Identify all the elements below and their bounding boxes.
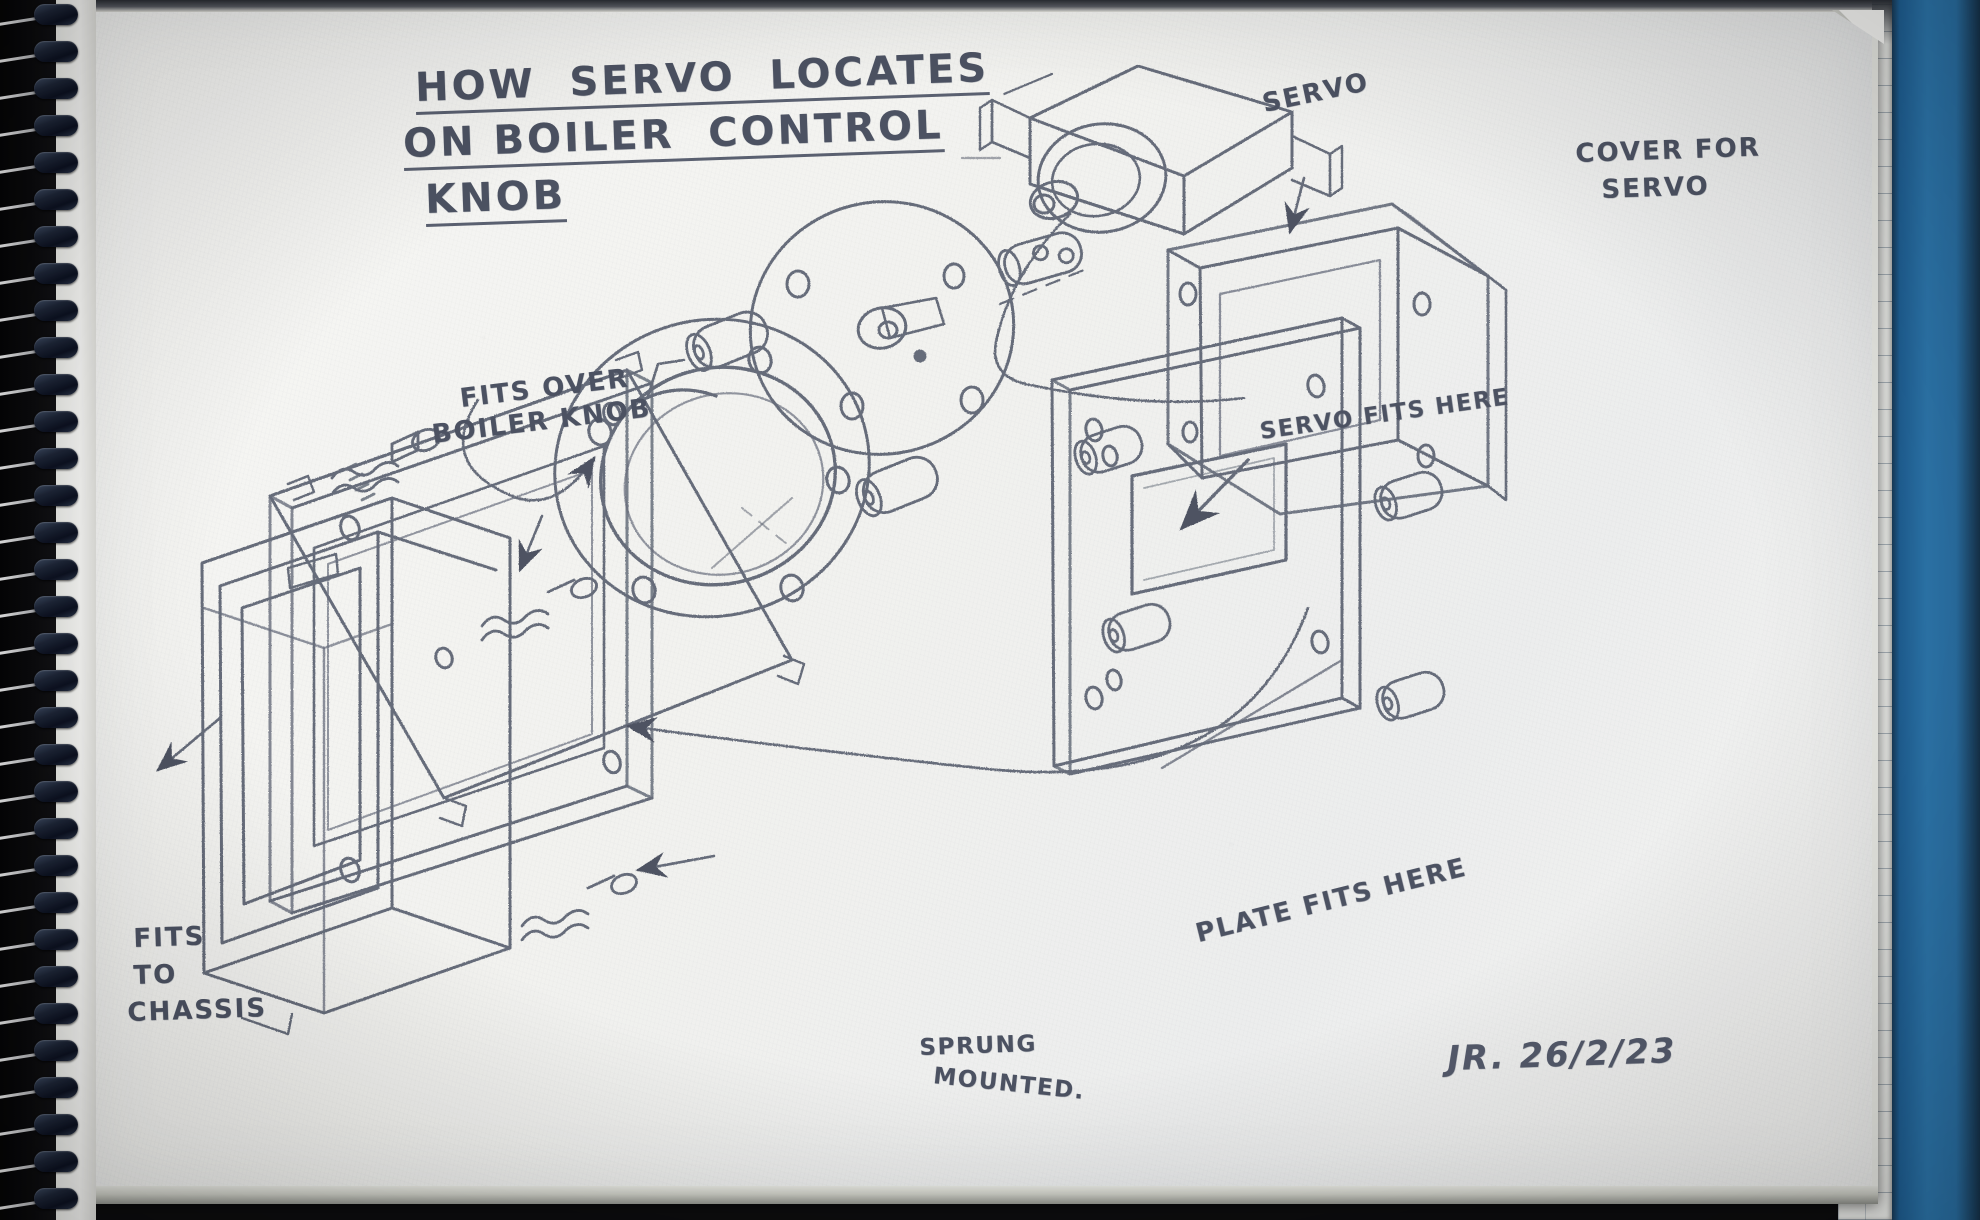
binding-coil [0,559,78,582]
binding-coil [0,189,78,212]
binding-coil [0,1040,78,1063]
annotation-fits-to-chassis-line2: TO [132,959,178,992]
binding-coil [0,41,78,64]
binding-coil [0,1114,78,1137]
binding-coil [0,1188,78,1211]
binding-coil [0,1003,78,1026]
binding-coil [0,1151,78,1174]
binding-coil [0,226,78,249]
binding-coil [0,411,78,434]
binding-coil [0,781,78,804]
annotation-sprung-mounted-line1: SPRUNG [919,1030,1038,1062]
blue-desk-edge [1884,0,1980,1220]
binding-coil [0,485,78,508]
binding-coil [0,596,78,619]
binding-coil [0,522,78,545]
binding-coil [0,818,78,841]
binding-coil [0,1077,78,1100]
annotation-fits-to-chassis-line1: FITS [132,921,206,955]
sheet-top-edge [92,0,1872,12]
binding-coil [0,670,78,693]
binding-coil [0,966,78,989]
binding-coil [0,707,78,730]
sheet-bottom-edge [86,1186,1878,1204]
title-line-3: KNOB [424,172,568,227]
binding-coil [0,337,78,360]
annotation-cover-for-servo-line2: SERVO [1600,171,1711,206]
binding-coil [0,115,78,138]
binding-coil [0,374,78,397]
binding-coil [0,448,78,471]
binding-coil [0,855,78,878]
binding-coil [0,300,78,323]
signature-and-date: JR. 26/2/23 [1446,1031,1678,1079]
binding-coil [0,78,78,101]
binding-coil [0,929,78,952]
binding-coil [0,744,78,767]
spiral-binding [0,0,96,1220]
annotation-fits-to-chassis-line3: CHASSIS [126,993,268,1029]
binding-coil [0,4,78,27]
binding-coil [0,633,78,656]
binding-coil [0,892,78,915]
binding-coil [0,263,78,286]
binding-coil [0,152,78,175]
